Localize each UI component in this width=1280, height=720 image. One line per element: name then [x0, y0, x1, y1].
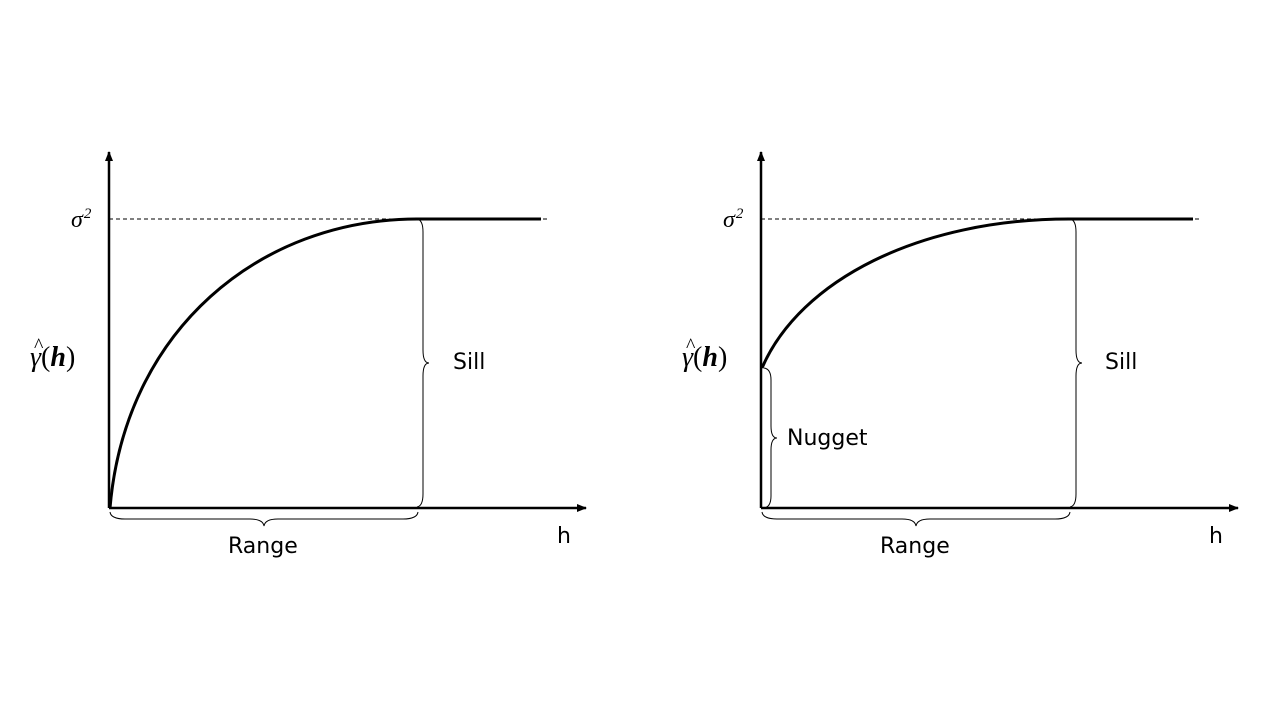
sill-level-label: σ2	[71, 206, 92, 233]
sill-brace	[416, 218, 430, 508]
x-axis-label: h	[1209, 524, 1223, 549]
range-brace	[109, 511, 419, 527]
variogram-curve	[760, 217, 1070, 369]
nugget-label: Nugget	[787, 426, 868, 451]
nugget-brace	[763, 367, 778, 509]
hat-accent: ^	[34, 335, 44, 357]
sill-brace	[1069, 218, 1083, 508]
panel-without-nugget	[105, 151, 587, 527]
sigma-exponent: 2	[83, 206, 92, 222]
gamma-symbol: γ	[30, 342, 42, 373]
y-axis-label: ^γ(h)	[682, 335, 728, 373]
y-axis-label: ^γ(h)	[30, 335, 76, 373]
sill-level-label: σ2	[723, 206, 744, 233]
hat-accent: ^	[686, 335, 696, 357]
x-axis-label: h	[557, 524, 571, 549]
sill-label: Sill	[453, 350, 486, 375]
sigma-symbol: σ	[723, 207, 735, 233]
lag-symbol: h	[702, 342, 718, 373]
panel-with-nugget	[757, 151, 1239, 527]
range-brace	[761, 511, 1071, 527]
range-label: Range	[880, 534, 950, 559]
sigma-exponent: 2	[735, 206, 744, 222]
gamma-symbol: γ	[682, 342, 694, 373]
variogram-curve	[108, 217, 418, 509]
sigma-symbol: σ	[71, 207, 83, 233]
range-label: Range	[228, 534, 298, 559]
sill-label: Sill	[1105, 350, 1138, 375]
lag-symbol: h	[50, 342, 66, 373]
